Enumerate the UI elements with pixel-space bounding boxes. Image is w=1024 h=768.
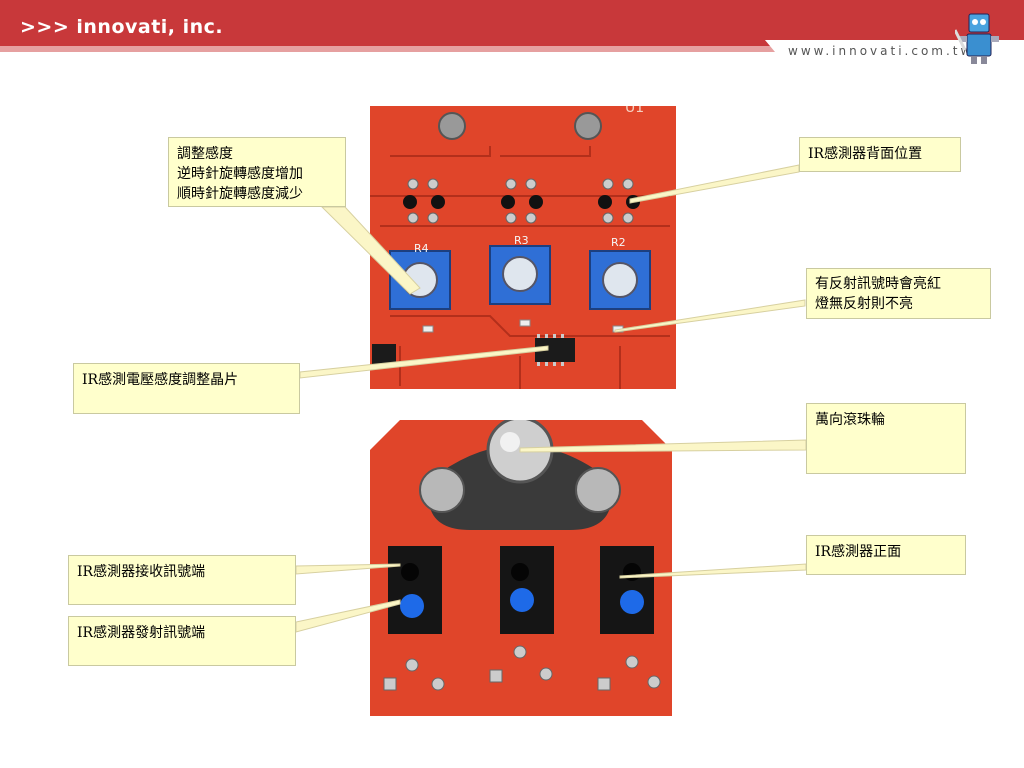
sensor-board-front-photo [370,420,672,716]
pot-label-r4: R4 [414,242,429,255]
callout-voltage-chip: IR感測電壓感度調整晶片 [73,363,300,414]
sensor-board-back-photo: U1 R4 R3 R2 [370,106,676,389]
callout-reflect-led-line-1: 有反射訊號時會亮紅 [815,276,941,292]
callout-sensitivity-adjust: 調整感度 逆時針旋轉感度增加 順時針旋轉感度減少 [168,137,346,207]
callout-sensor-front-text: IR感測器正面 [815,544,902,560]
callout-reflect-led-line-2: 燈無反射則不亮 [815,296,913,312]
pot-label-r2: R2 [611,236,626,249]
callout-emitter: IR感測器發射訊號端 [68,616,296,666]
callout-voltage-chip-text: IR感測電壓感度調整晶片 [82,372,239,388]
callout-receiver: IR感測器接收訊號端 [68,555,296,605]
header-shape [0,0,1024,52]
callout-sensitivity-line-1: 調整感度 [177,146,233,162]
callout-sensitivity-line-3: 順時針旋轉感度減少 [177,186,303,202]
callout-sensitivity-line-2: 逆時針旋轉感度增加 [177,166,303,182]
callout-ball-wheel: 萬向滾珠輪 [806,403,966,474]
callout-sensor-back-text: IR感測器背面位置 [808,146,923,162]
callout-ball-wheel-text: 萬向滾珠輪 [815,412,885,428]
callout-sensor-back: IR感測器背面位置 [799,137,961,172]
robot-mascot-icon [955,13,999,64]
callout-emitter-text: IR感測器發射訊號端 [77,625,206,641]
board-marking-text: U1 [625,106,644,116]
callout-sensor-front: IR感測器正面 [806,535,966,575]
callout-receiver-text: IR感測器接收訊號端 [77,564,206,580]
header-bar: >>> innovati, inc. www.innovati.com.tw [0,0,1024,64]
pot-label-r3: R3 [514,234,529,247]
website-url: www.innovati.com.tw [788,44,974,58]
callout-reflect-led: 有反射訊號時會亮紅 燈無反射則不亮 [806,268,991,319]
company-logo: >>> innovati, inc. [20,16,224,38]
